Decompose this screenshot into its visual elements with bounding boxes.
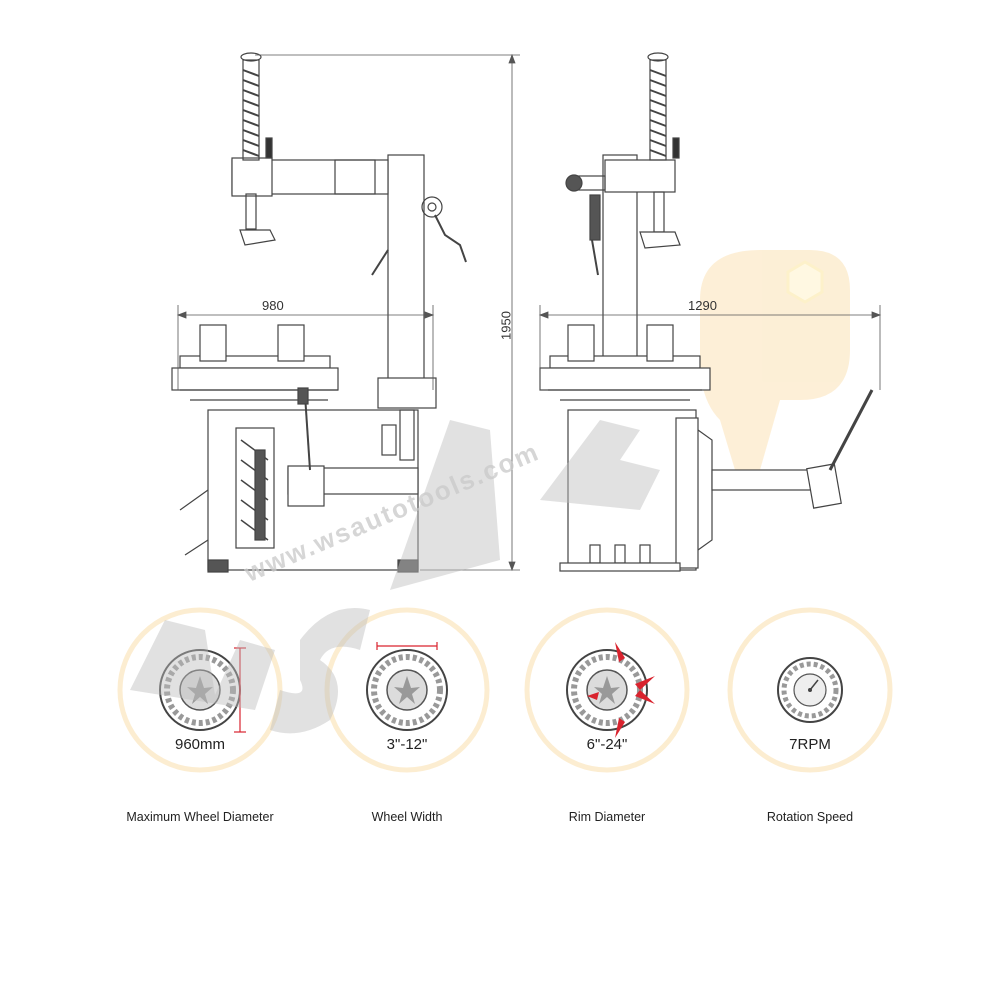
watermark-orange-shape bbox=[700, 250, 850, 470]
dimension-height: 1950 bbox=[498, 311, 514, 340]
dimension-width-front: 980 bbox=[262, 298, 284, 313]
tire-icon-width bbox=[366, 642, 448, 731]
machine-side-view bbox=[539, 52, 874, 572]
tire-icon-rim bbox=[566, 642, 655, 738]
machine-front-view bbox=[171, 52, 467, 573]
watermark-overlay bbox=[130, 420, 660, 734]
spec-rotation-speed: 7RPM Rotation Speed bbox=[710, 600, 910, 840]
spec-rim-diameter: 6"-24" Rim Diameter bbox=[507, 600, 707, 840]
spec-value: 6"-24" bbox=[586, 736, 628, 753]
spec-value: 7RPM bbox=[789, 736, 831, 753]
spec-value: 960mm bbox=[174, 736, 226, 753]
dimension-width-side: 1290 bbox=[688, 298, 717, 313]
spec-caption: Wheel Width bbox=[371, 810, 443, 824]
watermark-rings bbox=[117, 607, 893, 773]
spec-caption: Maximum Wheel Diameter bbox=[126, 810, 274, 824]
tire-icon-rotation bbox=[777, 657, 843, 723]
tire-icon-diameter bbox=[159, 647, 246, 733]
spec-wheel-width: 3"-12" Wheel Width bbox=[307, 600, 507, 840]
red-arrows bbox=[587, 642, 655, 738]
spec-value: 3"-12" bbox=[386, 736, 428, 753]
spec-caption: Rim Diameter bbox=[568, 810, 646, 824]
dimension-lines bbox=[176, 53, 882, 572]
spec-caption: Rotation Speed bbox=[766, 810, 854, 824]
spec-max-wheel-diameter: 960mm Maximum Wheel Diameter bbox=[100, 600, 300, 840]
